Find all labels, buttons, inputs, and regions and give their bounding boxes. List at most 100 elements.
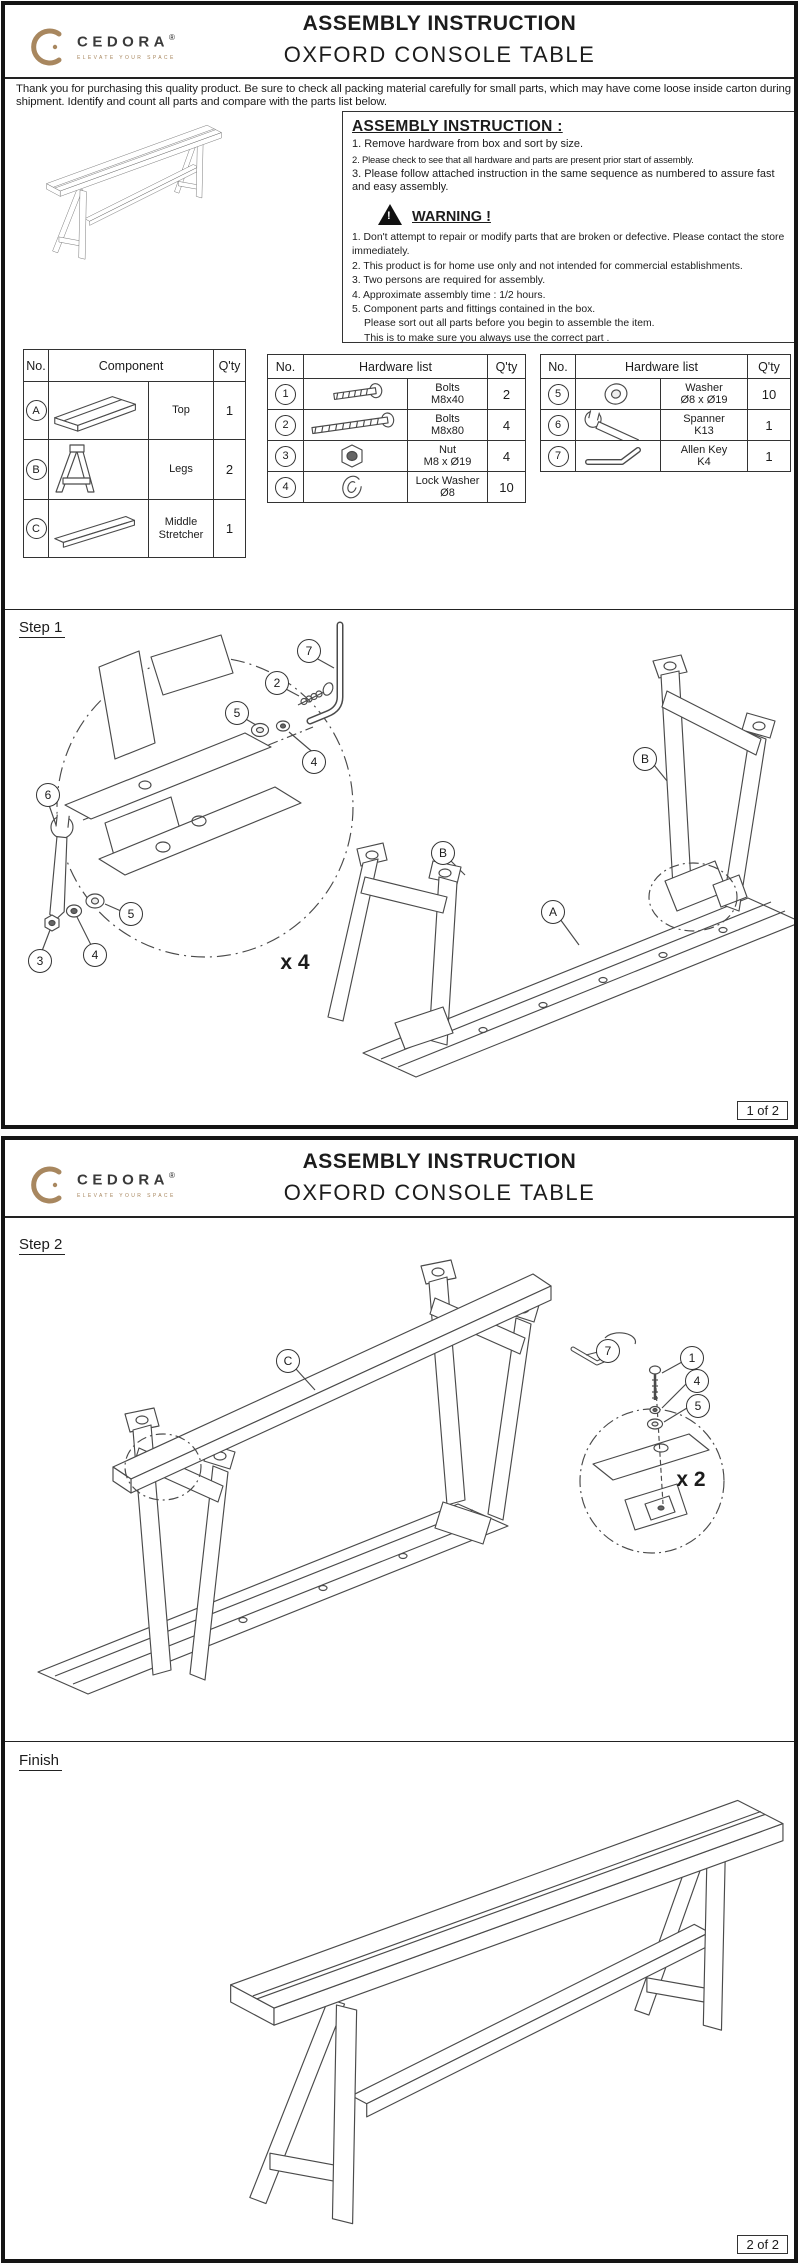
step1-illustration bbox=[41, 621, 794, 1078]
hw2-header-qty: Q'ty bbox=[747, 354, 791, 379]
assembly-box-title: ASSEMBLY INSTRUCTION : bbox=[352, 118, 563, 135]
hw1-qty-3: 4 bbox=[487, 440, 526, 472]
component-qty-top: 1 bbox=[213, 381, 246, 440]
brand-name: CEDORA bbox=[77, 33, 170, 51]
component-no-c: C bbox=[25, 518, 47, 539]
header-divider-p2 bbox=[5, 1216, 794, 1218]
hw2-name-6a: Spanner bbox=[683, 412, 725, 425]
hw1-header-qty: Q'ty bbox=[487, 354, 526, 379]
callout-lock-washer-4b: 4 bbox=[83, 943, 107, 967]
page2-number: 2 of 2 bbox=[737, 2235, 788, 2254]
hw1-no-3: 3 bbox=[275, 445, 296, 467]
component-name-legs: Legs bbox=[148, 439, 214, 500]
hw1-header-no: No. bbox=[267, 354, 304, 379]
brand-registered-mark: ® bbox=[169, 33, 175, 43]
intro-text: Thank you for purchasing this quality pr… bbox=[16, 83, 791, 108]
warning-line-2: 2. This product is for home use only and… bbox=[352, 260, 743, 272]
callout-stretcher-c: C bbox=[276, 1349, 300, 1373]
hw2-no-7: 7 bbox=[547, 445, 569, 467]
assembly-step-3: 3. Please follow attached instruction in… bbox=[352, 168, 775, 193]
callout-allen-key-7: 7 bbox=[297, 639, 321, 663]
component-no-a: A bbox=[25, 400, 47, 421]
callout-washer-5-s2: 5 bbox=[686, 1394, 710, 1418]
hw1-qty-2: 4 bbox=[487, 409, 526, 441]
allen-key-icon bbox=[585, 447, 641, 465]
hw1-qty-4: 10 bbox=[487, 471, 526, 503]
hw2-qty-7: 1 bbox=[747, 440, 791, 472]
legs-icon bbox=[55, 443, 95, 493]
step2-label: Step 2 bbox=[19, 1236, 66, 1255]
component-header-qty: Q'ty bbox=[213, 349, 246, 382]
brand-logo: CEDORA® ELEVATE YOUR SPACE bbox=[29, 27, 176, 67]
hw1-name-1b: M8x40 bbox=[430, 394, 465, 406]
component-header-name: Component bbox=[48, 349, 214, 382]
hw1-name-4b: Ø8 bbox=[440, 487, 455, 499]
assembly-step-2: 2. Please check to see that all hardware… bbox=[352, 154, 694, 165]
hw1-qty-1: 2 bbox=[487, 378, 526, 410]
hw1-no-1: 1 bbox=[275, 383, 296, 405]
callout-bolt-2: 2 bbox=[265, 671, 289, 695]
callout-washer-5b: 5 bbox=[119, 902, 143, 926]
hw1-no-4: 4 bbox=[275, 476, 296, 498]
hw2-qty-5: 10 bbox=[747, 378, 791, 410]
hw1-name-3a: Nut bbox=[438, 443, 457, 456]
component-header-no: No. bbox=[23, 349, 49, 382]
hw1-name-1a: Bolts bbox=[435, 381, 460, 394]
callout-allen-key-7-s2: 7 bbox=[596, 1339, 620, 1363]
page-2: CEDORA® ELEVATE YOUR SPACE ASSEMBLY INST… bbox=[1, 1136, 798, 2263]
finish-label: Finish bbox=[19, 1752, 63, 1771]
step1-divider bbox=[5, 609, 794, 610]
component-qty-legs: 2 bbox=[213, 439, 246, 500]
cedora-crescent-icon bbox=[31, 28, 62, 66]
bolt-m8x80-icon bbox=[311, 412, 395, 435]
component-row-stretcher: C Middle Stretcher 1 bbox=[23, 499, 246, 558]
warning-line-6: Please sort out all parts before you beg… bbox=[364, 318, 655, 330]
component-row-top: A Top 1 bbox=[23, 381, 246, 440]
warning-line-1: 1. Don't attempt to repair or modify par… bbox=[352, 232, 785, 258]
component-name-stretcher: Middle Stretcher bbox=[148, 499, 214, 558]
header-divider bbox=[5, 77, 794, 79]
bolt-m8x40-icon bbox=[333, 383, 383, 401]
page2-subtitle: OXFORD CONSOLE TABLE bbox=[283, 1180, 596, 1205]
hw1-name-2b: M8x80 bbox=[430, 425, 465, 437]
assembly-instruction-box: ASSEMBLY INSTRUCTION : 1. Remove hardwar… bbox=[342, 111, 794, 344]
hw2-name-7a: Allen Key bbox=[680, 443, 728, 456]
step2-multiplier: x 2 bbox=[676, 1468, 706, 1491]
step1-multiplier: x 4 bbox=[280, 951, 310, 974]
product-thumbnail-illustration bbox=[46, 125, 222, 260]
component-row-legs: B Legs 2 bbox=[23, 439, 246, 500]
warning-line-7: This is to make sure you always use the … bbox=[364, 332, 610, 344]
lock-washer-icon bbox=[342, 475, 362, 499]
hw2-name-5b: Ø8 x Ø19 bbox=[680, 394, 728, 406]
hw2-name-7b: K4 bbox=[697, 456, 711, 468]
finish-divider bbox=[5, 1741, 794, 1742]
hw2-header-no: No. bbox=[540, 354, 576, 379]
hw1-name-2a: Bolts bbox=[435, 412, 460, 425]
component-name-top: Top bbox=[148, 381, 214, 440]
step2-illustration bbox=[37, 1259, 725, 1695]
brand-registered-mark-p2: ® bbox=[169, 1171, 175, 1181]
callout-washer-5: 5 bbox=[225, 701, 249, 725]
hw1-no-2: 2 bbox=[275, 414, 296, 436]
page1-number: 1 of 2 bbox=[737, 1101, 788, 1120]
page-1: CEDORA® ELEVATE YOUR SPACE ASSEMBLY INST… bbox=[1, 1, 798, 1129]
callout-bolt-1-s2: 1 bbox=[680, 1346, 704, 1370]
warning-triangle-icon: ! bbox=[378, 204, 402, 225]
spanner-icon bbox=[584, 410, 640, 440]
brand-logo-p2: CEDORA® ELEVATE YOUR SPACE bbox=[29, 1165, 176, 1205]
cedora-crescent-icon-p2 bbox=[31, 1166, 62, 1204]
warning-line-5: 5. Component parts and fittings containe… bbox=[352, 304, 596, 316]
top-panel-icon bbox=[54, 395, 136, 432]
assembly-step-1: 1. Remove hardware from box and sort by … bbox=[352, 138, 584, 150]
brand-tagline: ELEVATE YOUR SPACE bbox=[77, 54, 176, 61]
component-no-b: B bbox=[25, 459, 47, 480]
